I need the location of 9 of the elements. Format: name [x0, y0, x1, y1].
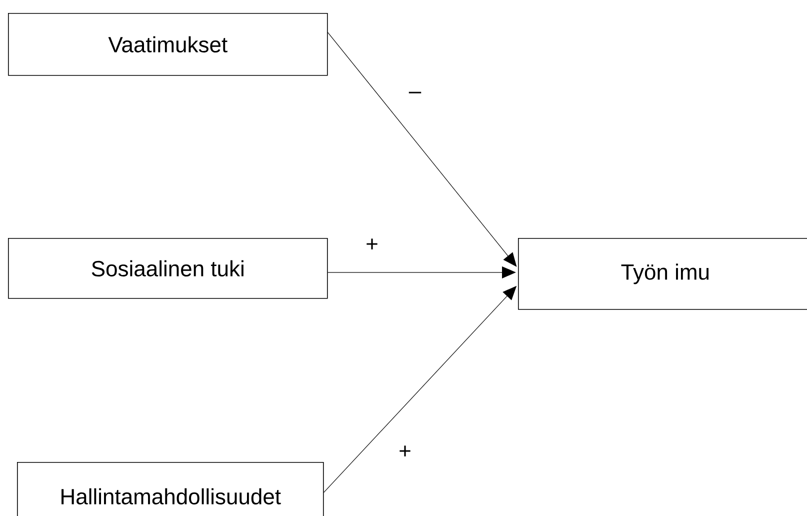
- arrow: [328, 32, 517, 267]
- box: Työn imu: [518, 238, 807, 310]
- edge-label: –: [408, 90, 422, 100]
- edge-label: +: [398, 444, 412, 460]
- arrow: [328, 266, 516, 278]
- box: Sosiaalinen tuki: [8, 238, 328, 299]
- box: Hallintamahdollisuudet: [17, 462, 324, 516]
- edge-label: +: [364, 238, 380, 252]
- box: Vaatimukset: [8, 13, 328, 76]
